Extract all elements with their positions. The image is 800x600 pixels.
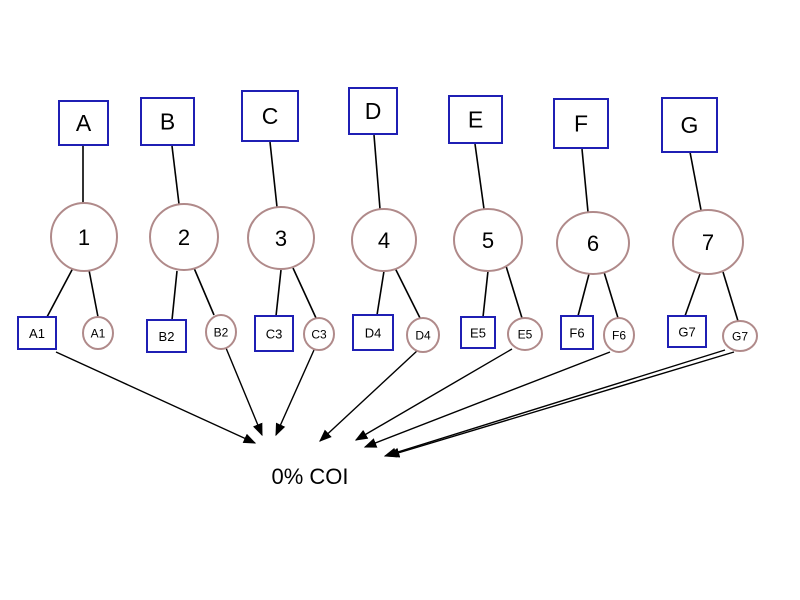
- arrow-b: [225, 347, 263, 437]
- connector-line-d-2: [376, 270, 385, 316]
- connector-line-a-2: [46, 267, 74, 318]
- parent-node-e: E: [448, 95, 503, 144]
- child-box-g: G7: [667, 315, 707, 348]
- parent-node-d: D: [348, 87, 398, 135]
- parent-node-a: A: [58, 100, 109, 146]
- child-box-e: E5: [460, 316, 496, 349]
- connector-line-e-1: [474, 143, 485, 210]
- child-circle-c: C3: [303, 317, 335, 351]
- child-circle-label: E5: [518, 328, 533, 342]
- connector-line-c-2: [275, 269, 282, 317]
- child-box-d: D4: [352, 314, 394, 351]
- parent-label: B: [160, 109, 175, 135]
- child-box-label: B2: [159, 329, 175, 344]
- child-box-label: F6: [569, 326, 584, 341]
- offspring-node-6: 6: [556, 211, 630, 275]
- connector-line-f-2: [577, 273, 590, 317]
- connector-line-f-3: [603, 271, 619, 319]
- parent-node-f: F: [553, 98, 609, 149]
- connector-line-g-3: [722, 271, 739, 322]
- child-box-c: C3: [254, 315, 294, 352]
- child-box-label: A1: [29, 326, 45, 341]
- child-box-b: B2: [146, 319, 187, 353]
- child-box-label: D4: [365, 326, 382, 341]
- offspring-label: 5: [482, 228, 494, 253]
- child-box-label: C3: [266, 327, 283, 342]
- connector-line-g-2: [684, 273, 701, 317]
- connector-line-d-3: [393, 265, 421, 319]
- offspring-node-2: 2: [149, 203, 219, 271]
- parent-label: E: [468, 107, 483, 133]
- connector-line-c-3: [292, 267, 317, 319]
- offspring-label: 1: [78, 225, 90, 250]
- offspring-label: 6: [587, 231, 599, 256]
- offspring-label: 3: [275, 226, 287, 251]
- parent-node-b: B: [140, 97, 195, 146]
- child-circle-d: D4: [406, 317, 440, 353]
- connector-line-b-3: [193, 267, 215, 316]
- child-circle-e: E5: [507, 317, 543, 351]
- arrow-c: [275, 349, 315, 437]
- child-circle-label: D4: [415, 329, 431, 343]
- connector-line-b-1: [171, 145, 180, 205]
- child-box-a: A1: [17, 316, 57, 350]
- parent-label: F: [574, 111, 588, 137]
- child-circle-label: B2: [214, 326, 229, 340]
- connector-line-e-2: [482, 270, 489, 318]
- connector-line-a-3: [88, 269, 99, 318]
- arrow-e: [354, 348, 513, 441]
- arrow-g: [383, 349, 726, 458]
- connector-line-d-1: [373, 134, 381, 210]
- offspring-node-7: 7: [672, 209, 744, 275]
- child-box-label: G7: [678, 325, 695, 340]
- arrow-a: [55, 351, 257, 444]
- child-circle-label: C3: [311, 328, 327, 342]
- child-box-f: F6: [560, 315, 594, 350]
- child-circle-g: G7: [722, 320, 758, 352]
- child-circle-b: B2: [205, 314, 237, 350]
- child-box-label: E5: [470, 326, 486, 341]
- parent-label: C: [262, 103, 279, 129]
- child-circle-label: A1: [91, 327, 106, 341]
- parent-label: D: [365, 98, 382, 124]
- parent-label: G: [681, 112, 699, 138]
- offspring-node-3: 3: [247, 206, 315, 270]
- arrow-d: [319, 349, 419, 442]
- offspring-label: 7: [702, 230, 714, 255]
- arrow-g-2: [386, 351, 735, 458]
- offspring-node-5: 5: [453, 208, 523, 272]
- connector-line-c-1: [269, 141, 278, 208]
- child-circle-label: G7: [732, 330, 748, 344]
- offspring-node-1: 1: [50, 202, 118, 272]
- arrows: [55, 347, 735, 458]
- child-circle-label: F6: [612, 329, 626, 343]
- child-circle-a: A1: [82, 316, 114, 350]
- connector-line-b-2: [171, 270, 178, 321]
- arrow-f: [363, 351, 611, 448]
- connector-lines: [46, 134, 739, 322]
- offspring-label: 4: [378, 228, 390, 253]
- parent-node-c: C: [241, 90, 299, 142]
- parent-node-g: G: [661, 97, 718, 153]
- result-label: 0% COI: [271, 464, 348, 489]
- parent-label: A: [76, 110, 92, 136]
- connector-line-f-1: [581, 148, 589, 213]
- connector-line-e-3: [505, 265, 523, 319]
- offspring-label: 2: [178, 225, 190, 250]
- offspring-node-4: 4: [351, 208, 417, 272]
- child-circle-f: F6: [603, 317, 635, 353]
- connector-line-g-1: [689, 151, 702, 211]
